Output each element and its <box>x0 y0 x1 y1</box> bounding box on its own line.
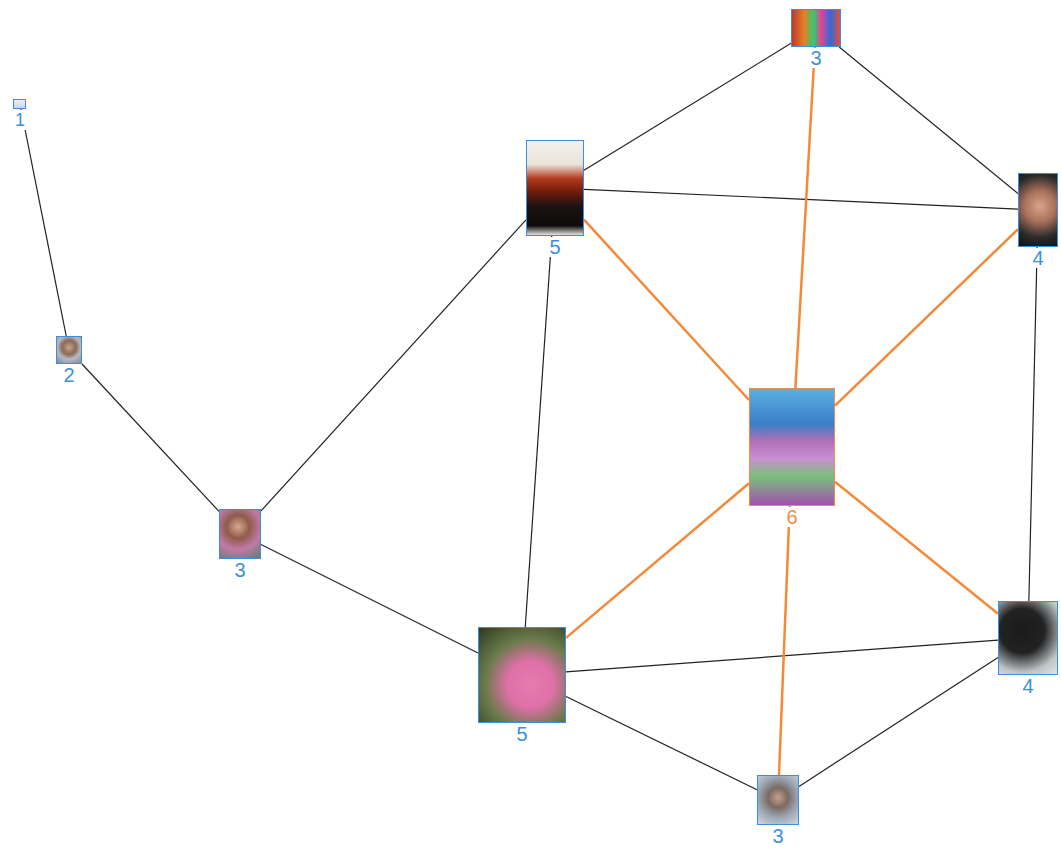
connection-line <box>566 696 757 789</box>
connection-line <box>21 109 66 336</box>
connection-line <box>566 640 998 672</box>
connection-line <box>1029 247 1037 601</box>
profile-photo <box>791 9 841 47</box>
degree-number: 3 <box>232 560 247 580</box>
connection-line <box>261 545 478 654</box>
connection-line <box>799 657 998 786</box>
connection-line <box>525 236 551 627</box>
degree-number: 4 <box>1020 676 1035 696</box>
profile-photo <box>13 99 26 109</box>
profile-photo <box>749 388 835 506</box>
connection-line <box>584 43 791 170</box>
person-node: 3 <box>757 775 799 846</box>
person-node: 4 <box>1018 173 1058 268</box>
person-node: 3 <box>219 509 261 580</box>
person-node: 5 <box>526 140 584 257</box>
connection-line <box>261 220 526 511</box>
connection-line <box>779 506 790 775</box>
person-node: 3 <box>791 9 841 68</box>
person-node: 1 <box>13 99 27 130</box>
connection-line <box>835 482 998 614</box>
profile-photo <box>219 509 261 559</box>
degree-number: 4 <box>1030 248 1045 268</box>
profile-photo <box>526 140 584 236</box>
profile-photo <box>998 601 1058 675</box>
connection-line <box>839 47 1018 194</box>
profile-photo <box>56 336 82 364</box>
connection-line <box>835 229 1018 405</box>
person-node: 2 <box>56 336 82 385</box>
connection-line <box>584 220 749 400</box>
connection-line <box>82 364 219 511</box>
degree-number: 3 <box>770 826 785 846</box>
person-node: 6 <box>749 388 835 527</box>
degree-number: 6 <box>784 507 799 527</box>
connection-line <box>584 189 1018 209</box>
profile-photo <box>1018 173 1058 247</box>
person-node: 5 <box>478 627 566 744</box>
degree-number: 3 <box>808 48 823 68</box>
connection-line <box>566 483 749 638</box>
degree-number: 5 <box>547 237 562 257</box>
connection-line <box>795 47 815 388</box>
degree-number: 5 <box>514 724 529 744</box>
profile-photo <box>478 627 566 723</box>
degree-number: 1 <box>13 110 27 130</box>
degree-number: 2 <box>61 365 76 385</box>
profile-photo <box>757 775 799 825</box>
person-node: 4 <box>998 601 1058 696</box>
